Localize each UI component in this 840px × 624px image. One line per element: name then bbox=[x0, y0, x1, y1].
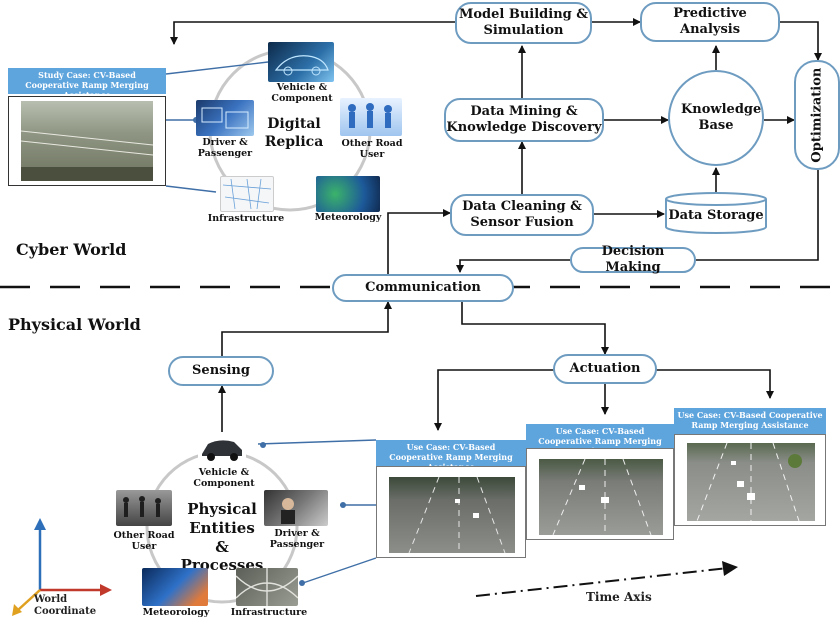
replica-vehicle-caption: Vehicle & Component bbox=[271, 82, 333, 105]
use-case-road-image-2 bbox=[539, 459, 663, 535]
infrastructure-map-image bbox=[220, 176, 274, 212]
data-cleaning-label: Data Cleaning & Sensor Fusion bbox=[462, 198, 582, 230]
physical-driver-caption: Driver & Passenger bbox=[269, 528, 325, 551]
physical-vehicle-caption: Vehicle & Component bbox=[193, 467, 255, 490]
predictive-analysis-node: Predictive Analysis bbox=[640, 2, 780, 42]
predictive-analysis-label: Predictive Analysis bbox=[673, 5, 747, 37]
physical-entities-title: Physical Entities & Processes bbox=[180, 500, 264, 575]
arrow-optimization-to-decision bbox=[696, 170, 819, 261]
driver-hud-image bbox=[196, 100, 254, 136]
physical-world-label: Physical World bbox=[8, 315, 141, 334]
time-axis-arrow bbox=[475, 567, 729, 597]
replica-meteorology-caption: Meteorology bbox=[314, 212, 382, 223]
link-study-vehicle bbox=[165, 61, 269, 75]
arrow-communication-to-actuation bbox=[461, 302, 609, 355]
use-case-photo-frame-3 bbox=[674, 434, 826, 526]
knowledge-base-label: Knowledge Base bbox=[681, 101, 762, 133]
use-case-road-image-1 bbox=[389, 477, 515, 553]
arrow-sensing-to-communication bbox=[221, 301, 392, 356]
study-case-road-image bbox=[21, 101, 153, 181]
physical-infra-caption: Infrastructure bbox=[230, 607, 308, 618]
arrow-model-to-replica bbox=[170, 21, 455, 45]
data-mining-label: Data Mining & Knowledge Discovery bbox=[446, 103, 602, 135]
arrow-communication-to-cleaning bbox=[387, 209, 451, 274]
world-coordinate-label: World Coordinate bbox=[34, 594, 97, 617]
replica-other-caption: Other Road User bbox=[341, 138, 403, 161]
decision-making-node: Decision Making bbox=[570, 244, 696, 275]
digital-replica-title: Digital Replica bbox=[264, 116, 324, 150]
physical-infrastructure-image bbox=[236, 568, 298, 606]
optimization-label: Optimization bbox=[808, 67, 824, 163]
arrow-actuation-to-usecase-3 bbox=[656, 369, 774, 399]
time-axis-label: Time Axis bbox=[586, 590, 652, 604]
vehicle-wireframe-image bbox=[268, 42, 334, 82]
data-storage-cylinder bbox=[665, 192, 767, 234]
use-case-banner-2: Use Case: CV-Based Cooperative Ramp Merg… bbox=[526, 424, 674, 456]
use-case-banner-1: Use Case: CV-Based Cooperative Ramp Merg… bbox=[376, 440, 526, 472]
data-storage-node: Data Storage bbox=[664, 200, 768, 232]
use-case-photo-frame-2 bbox=[526, 448, 674, 540]
model-building-node: Model Building & Simulation bbox=[455, 2, 592, 44]
other-road-user-image bbox=[340, 98, 402, 136]
arrow-actuation-to-usecase-1 bbox=[434, 369, 555, 431]
physical-pedestrians-image bbox=[116, 490, 172, 526]
data-storage-label: Data Storage bbox=[668, 207, 764, 223]
replica-infra-caption: Infrastructure bbox=[207, 213, 285, 224]
decision-making-label: Decision Making bbox=[601, 243, 665, 275]
study-case-banner: Study Case: CV-Based Cooperative Ramp Me… bbox=[8, 68, 166, 100]
use-case-photo-frame-1 bbox=[376, 466, 526, 558]
optimization-node: Optimization bbox=[794, 60, 840, 170]
replica-driver-caption: Driver & Passenger bbox=[197, 137, 253, 160]
model-building-label: Model Building & Simulation bbox=[458, 6, 589, 38]
arrow-predictive-to-optimization bbox=[778, 21, 822, 61]
communication-node: Communication bbox=[332, 274, 514, 302]
sensing-label: Sensing bbox=[192, 362, 250, 378]
physical-meteorology-image bbox=[142, 568, 208, 606]
data-cleaning-node: Data Cleaning & Sensor Fusion bbox=[450, 194, 594, 236]
link-vehicle-usecase bbox=[257, 439, 377, 445]
actuation-node: Actuation bbox=[553, 354, 657, 384]
physical-other-caption: Other Road User bbox=[113, 530, 175, 553]
cyber-world-label: Cyber World bbox=[16, 240, 127, 259]
use-case-road-image-3 bbox=[687, 443, 815, 521]
meteorology-image bbox=[316, 176, 380, 212]
axis-z-arrow bbox=[17, 589, 41, 611]
study-case-photo-frame bbox=[8, 96, 166, 186]
data-mining-node: Data Mining & Knowledge Discovery bbox=[444, 98, 604, 142]
sensing-node: Sensing bbox=[168, 356, 274, 386]
link-infra-usecase bbox=[299, 557, 377, 585]
actuation-label: Actuation bbox=[569, 360, 641, 376]
link-study-infra bbox=[165, 185, 217, 193]
communication-label: Communication bbox=[365, 279, 481, 295]
knowledge-base-node: Knowledge Base bbox=[668, 70, 764, 166]
physical-vehicle-image bbox=[198, 432, 246, 464]
physical-driver-image bbox=[264, 490, 328, 526]
arrow-decision-to-communication bbox=[456, 259, 570, 273]
physical-meteorology-caption: Meteorology bbox=[142, 607, 210, 618]
use-case-banner-3: Use Case: CV-Based Cooperative Ramp Merg… bbox=[674, 408, 826, 434]
